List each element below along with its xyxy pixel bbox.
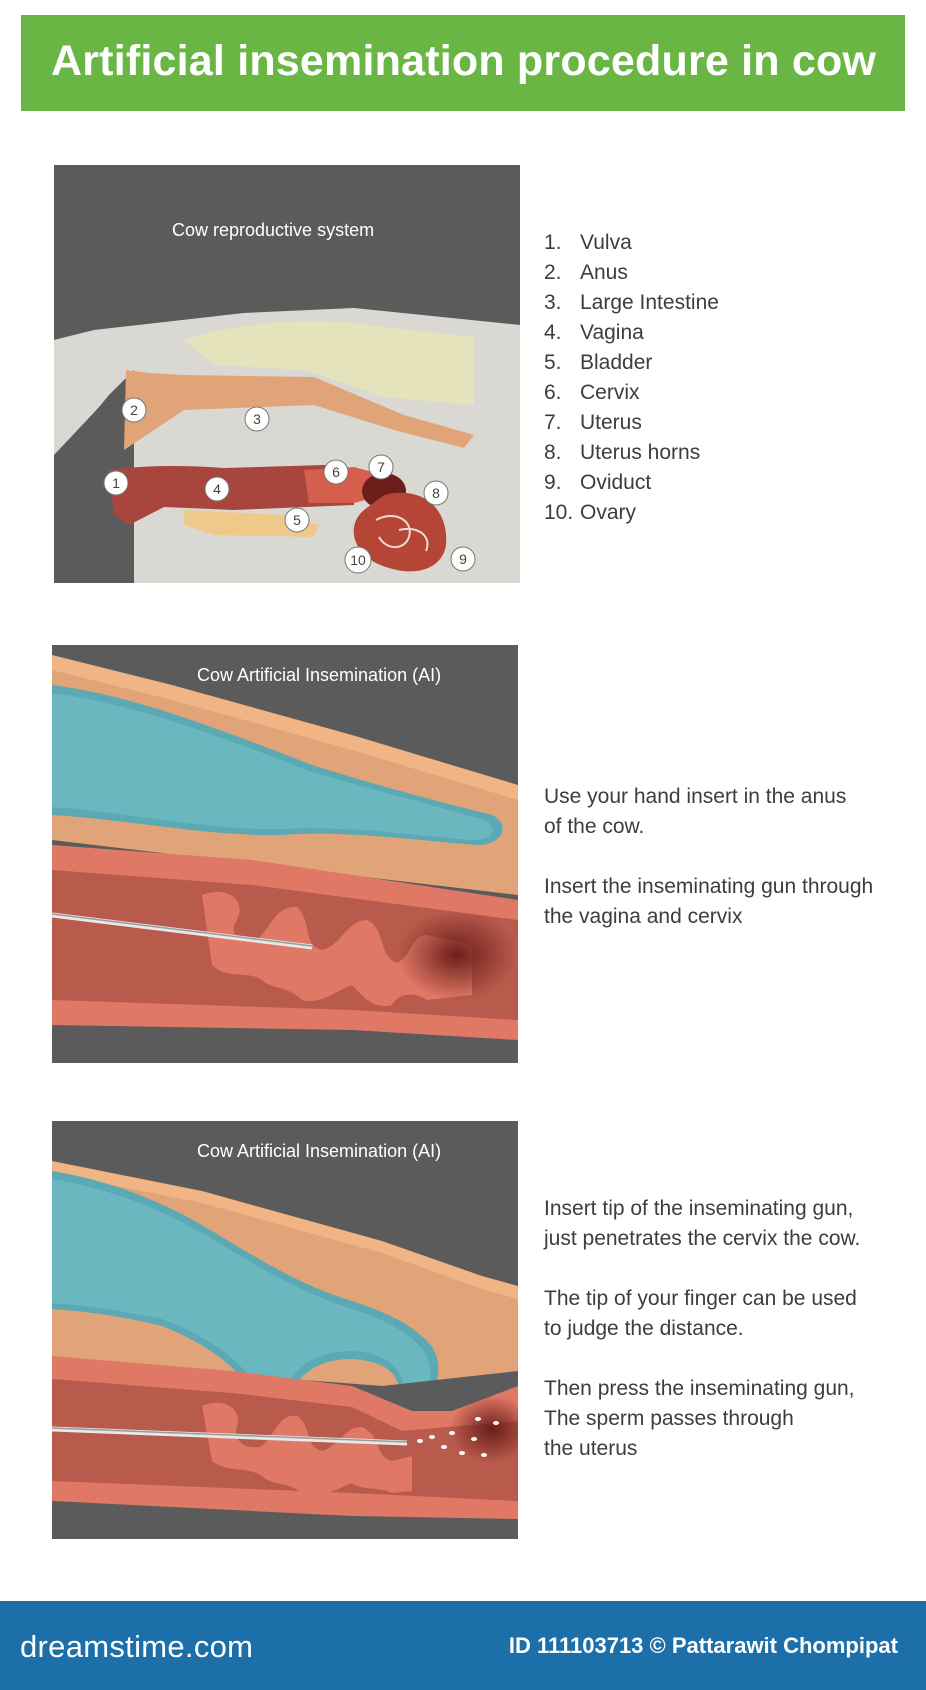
uterus-horns-shape	[353, 492, 447, 572]
vagina-shape	[109, 465, 354, 525]
insemination-step1-panel: Cow Artificial Insemination (AI)	[52, 645, 518, 1063]
parts-list-item: 1.Vulva	[544, 231, 632, 254]
parts-list-item: 3.Large Intestine	[544, 291, 719, 314]
parts-list-item: 7.Uterus	[544, 411, 642, 434]
parts-list: 1.Vulva 2.Anus 3.Large Intestine 4.Vagin…	[544, 228, 719, 528]
insemination-step2-panel: Cow Artificial Insemination (AI)	[52, 1121, 518, 1539]
svg-text:4: 4	[213, 481, 221, 497]
marker-3: 3	[244, 406, 270, 432]
step1-text-hand: Use your hand insert in the anus of the …	[544, 785, 847, 838]
parts-list-item: 8.Uterus horns	[544, 441, 701, 464]
parts-list-item: 2.Anus	[544, 261, 628, 284]
cervix-folds	[202, 891, 472, 1006]
panel2-title: Cow Artificial Insemination (AI)	[197, 665, 442, 685]
insemination-step2-illustration	[52, 1121, 518, 1539]
svg-text:8: 8	[432, 485, 440, 501]
step2-text-press: Then press the inseminating gun, The spe…	[544, 1377, 855, 1460]
reproductive-system-illustration: 1 2 3 4 5 6 7 8	[54, 165, 520, 583]
parts-list-item: 10.Ovary	[544, 501, 637, 524]
reproductive-system-panel: 1 2 3 4 5 6 7 8	[54, 165, 520, 583]
title-banner: Artificial insemination procedure in cow	[21, 15, 905, 111]
cervix-folds	[202, 1402, 412, 1495]
page-title: Artificial insemination procedure in cow	[51, 37, 877, 85]
sperm-droplets	[417, 1417, 499, 1457]
marker-2: 2	[121, 397, 147, 423]
gloved-hand	[52, 1179, 431, 1404]
svg-text:5: 5	[293, 512, 301, 528]
svg-text:10: 10	[350, 552, 366, 568]
step1-description: Use your hand insert in the anus of the …	[544, 782, 873, 962]
svg-text:6: 6	[332, 464, 340, 480]
parts-list-item: 6.Cervix	[544, 381, 640, 404]
parts-list-item: 9.Oviduct	[544, 471, 652, 494]
oviduct-shape	[375, 515, 429, 552]
spine-bones	[184, 321, 474, 405]
footer-bar: dreamstime.com ID 111103713 © Pattarawit…	[0, 1601, 926, 1690]
marker-8: 8	[423, 480, 449, 506]
uterus-opening	[450, 1395, 518, 1463]
svg-text:2: 2	[130, 402, 138, 418]
marker-10: 10	[344, 546, 372, 574]
step1-text-gun: Insert the inseminating gun through the …	[544, 875, 874, 928]
marker-5: 5	[284, 507, 310, 533]
footer-brand: dreamstime.com	[20, 1629, 254, 1664]
inseminating-gun	[52, 1426, 408, 1446]
marker-6: 6	[323, 459, 349, 485]
marker-9: 9	[450, 546, 476, 572]
svg-text:9: 9	[459, 551, 467, 567]
step2-description: Insert tip of the inseminating gun, just…	[544, 1194, 860, 1494]
parts-list-item: 4.Vagina	[544, 321, 644, 344]
marker-1: 1	[103, 470, 129, 496]
step2-text-tip: Insert tip of the inseminating gun, just…	[544, 1197, 861, 1250]
panel3-title: Cow Artificial Insemination (AI)	[197, 1141, 442, 1161]
gloved-hand	[52, 693, 493, 840]
svg-text:1: 1	[112, 475, 120, 491]
insemination-step1-illustration	[52, 645, 518, 1063]
parts-list-item: 5.Bladder	[544, 351, 653, 374]
svg-text:3: 3	[253, 411, 261, 427]
panel1-title: Cow reproductive system	[172, 220, 375, 240]
marker-7: 7	[368, 454, 394, 480]
footer-credit: ID 111103713 © Pattarawit Chompipat	[508, 1633, 898, 1658]
large-intestine-shape	[124, 370, 474, 450]
step2-text-finger: The tip of your finger can be used to ju…	[544, 1287, 857, 1340]
svg-text:7: 7	[377, 459, 385, 475]
marker-4: 4	[204, 476, 230, 502]
inseminating-gun	[52, 912, 313, 950]
uterus-opening	[397, 910, 517, 1000]
